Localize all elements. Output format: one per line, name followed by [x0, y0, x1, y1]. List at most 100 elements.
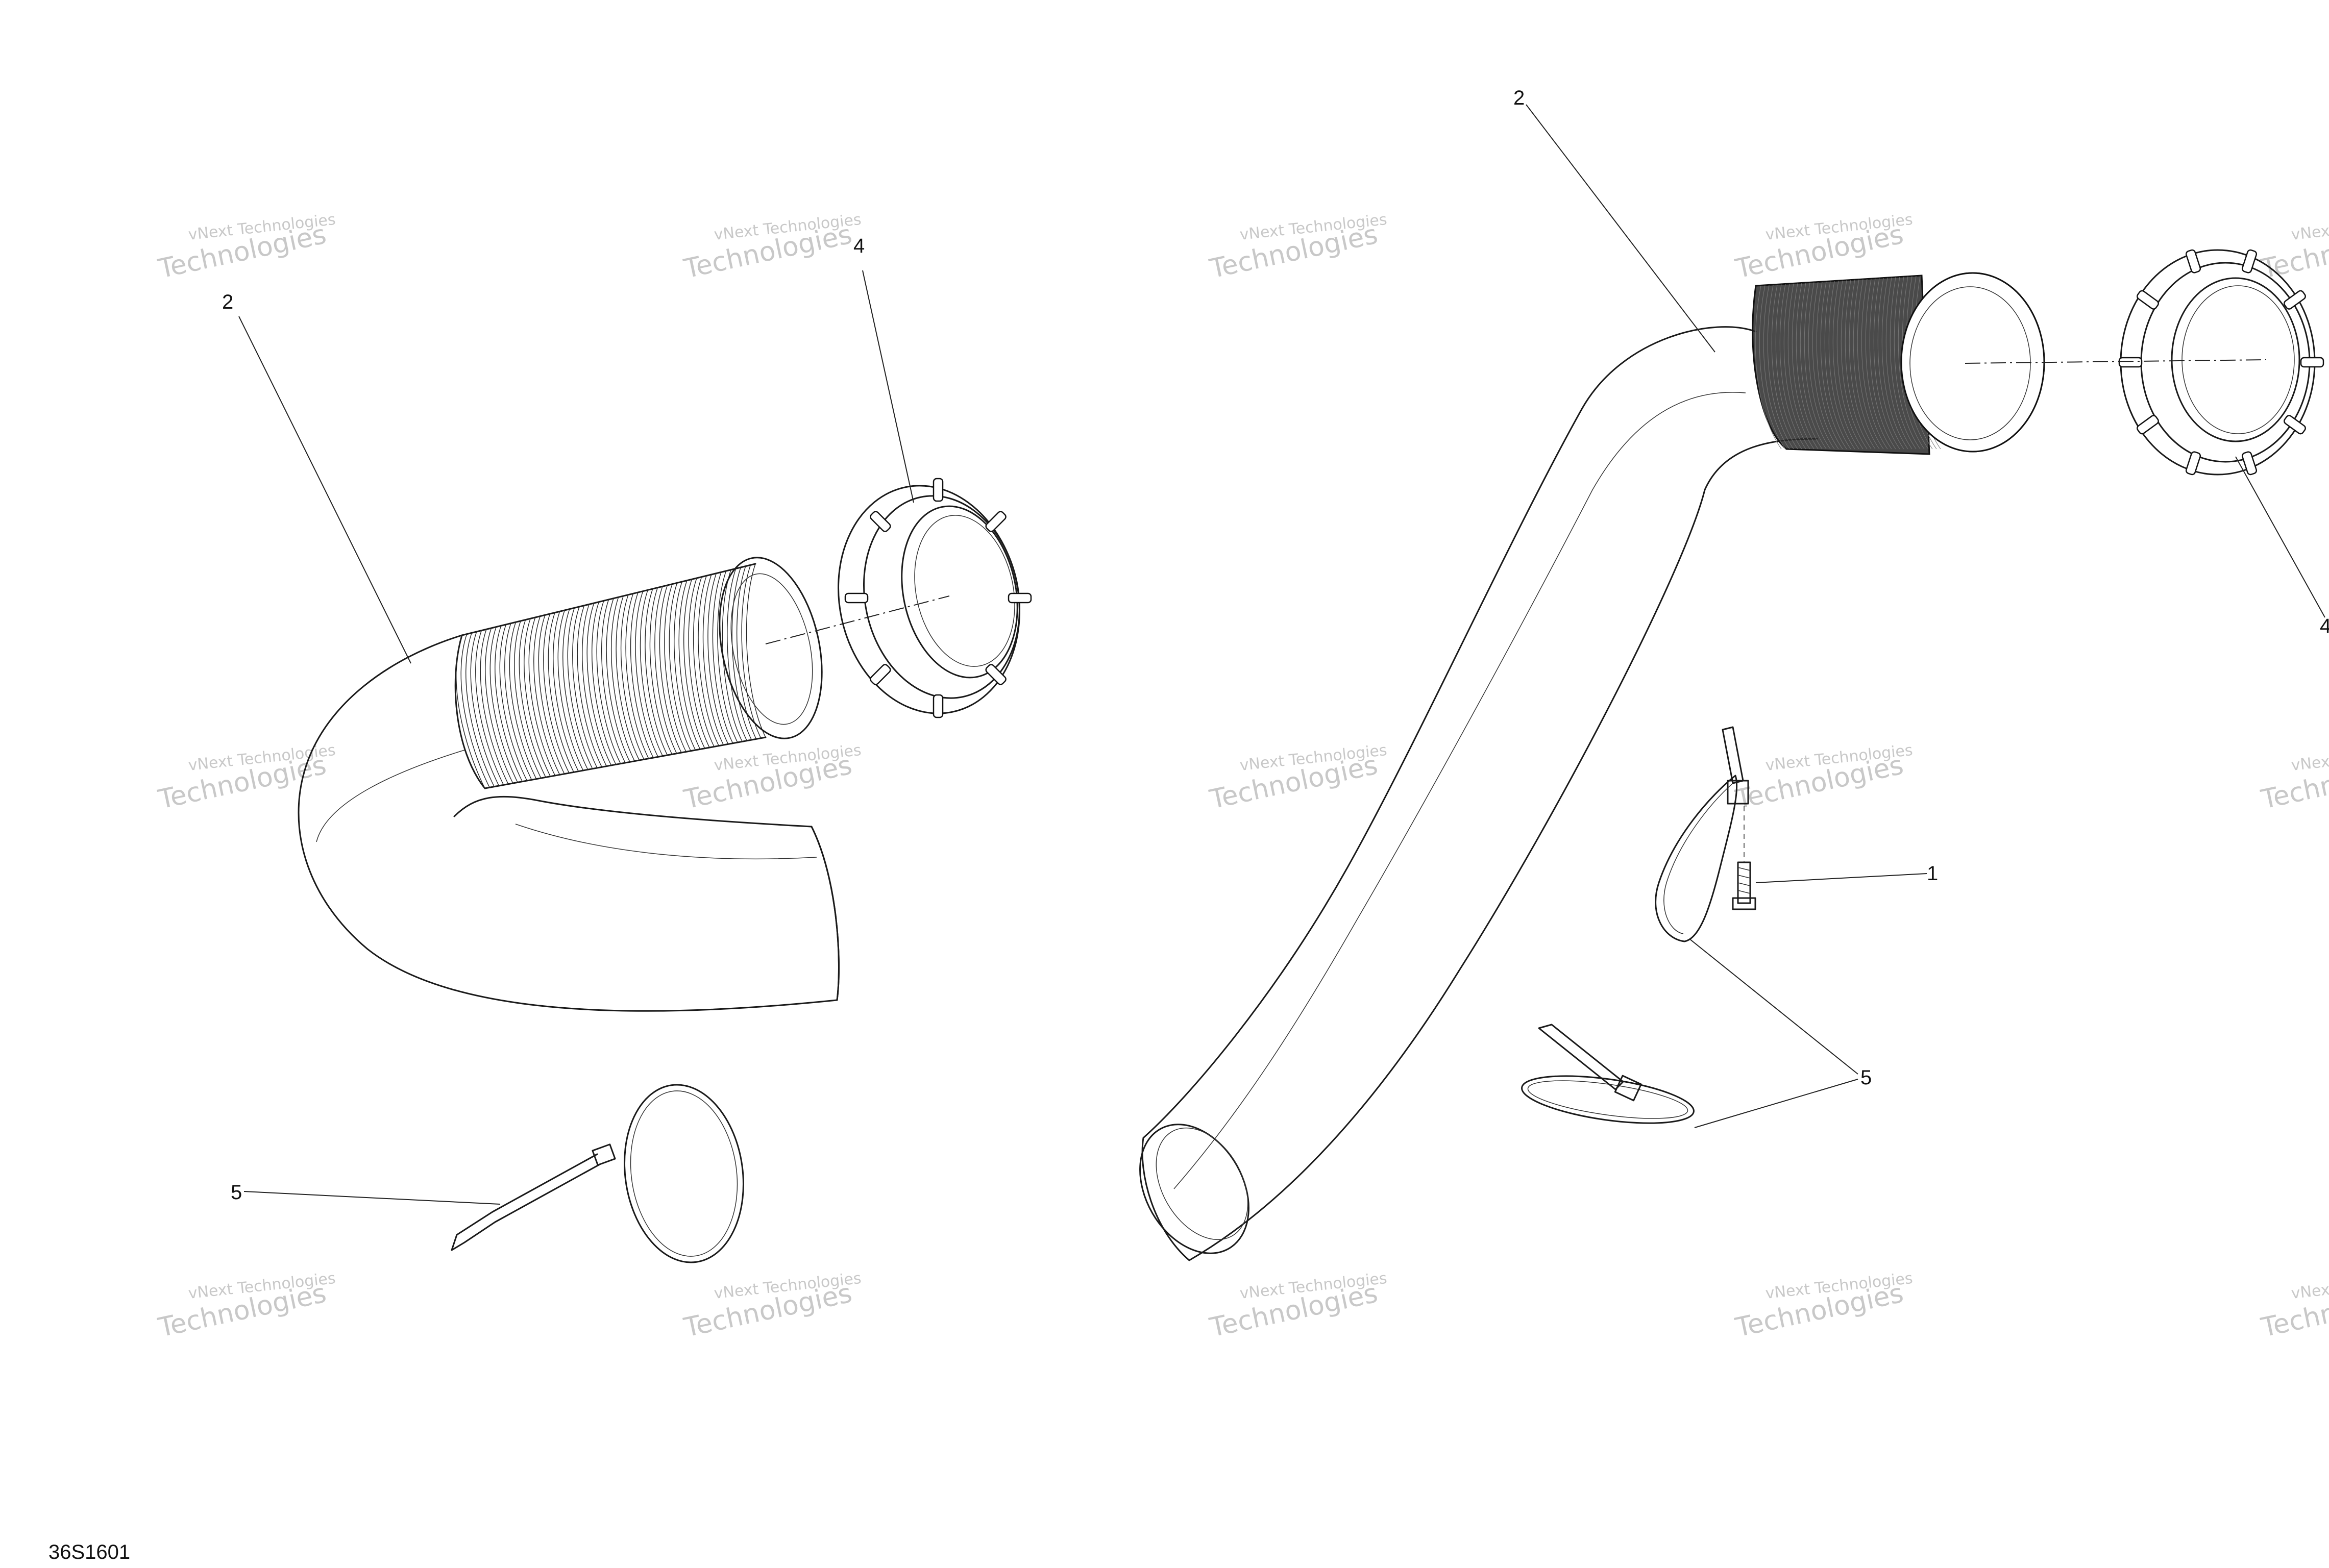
flange-tab [2284, 290, 2306, 310]
corrugation-ring [741, 565, 762, 738]
corrugation-ring [524, 618, 551, 777]
corrugation-ring [577, 605, 602, 767]
corrugation-ring [489, 627, 518, 783]
leader-right-1 [1755, 873, 1927, 883]
corrugation-ring [543, 613, 570, 774]
corrugation-line [1836, 280, 1864, 450]
corrugation-line [1796, 283, 1823, 450]
corrugation-line [1763, 285, 1790, 450]
corrugation-line [1824, 281, 1851, 450]
left-flange-tabs [844, 478, 1032, 718]
corrugation-line [1808, 282, 1835, 450]
corrugation-line [1873, 278, 1900, 450]
corrugation-line [1787, 283, 1815, 450]
watermark-line-1: vNext Technologies [2290, 1270, 2329, 1303]
leader-left-5 [243, 1191, 501, 1205]
corrugation-line [1800, 283, 1827, 450]
watermark-line-1: vNext Technologies [2290, 741, 2329, 775]
corrugation-line [1877, 278, 1904, 450]
flange-tab [844, 592, 869, 604]
right-centerline [1965, 359, 2267, 364]
corrugation-ring [727, 568, 747, 741]
corrugation-line [1890, 277, 1917, 450]
left-corrugation [456, 563, 766, 789]
flange-tab [2284, 415, 2306, 435]
callout-right-4: 4 [2320, 615, 2329, 637]
flange-tab [870, 664, 891, 685]
corrugation-ring [620, 594, 645, 760]
callout-left-5: 5 [231, 1181, 242, 1204]
corrugation-ring [616, 595, 640, 761]
flange-tab [2137, 290, 2159, 310]
corrugation-ring [465, 633, 495, 787]
corrugation-ring [470, 631, 500, 786]
flange-tab [2300, 357, 2324, 368]
right-assembly: 2 4 1 5 [1139, 87, 2329, 1261]
corrugation-ring [717, 570, 738, 743]
corrugation-ring [645, 588, 668, 756]
corrugation-line [1885, 277, 1913, 450]
corrugation-line [1767, 285, 1794, 450]
corrugation-ring [456, 635, 485, 789]
corrugation-ring [746, 563, 766, 738]
flange-tab [933, 478, 944, 502]
corrugation-ring [519, 619, 546, 778]
corrugation-line [1849, 280, 1876, 450]
leader-right-4 [2235, 456, 2325, 618]
watermark-line-1: vNext Technologies [2290, 211, 2329, 244]
corrugation-line [1881, 278, 1908, 450]
flange-tab [2118, 357, 2143, 368]
corrugation-ring [674, 581, 696, 751]
corrugation-line [1832, 281, 1859, 450]
corrugation-line [1869, 278, 1896, 450]
right-flange-tabs [2118, 249, 2324, 476]
corrugation-ring [601, 599, 626, 763]
corrugation-ring [596, 601, 621, 764]
corrugation-ring [693, 577, 715, 747]
corrugation-ring [659, 585, 682, 753]
left-cable-tie [451, 1084, 744, 1263]
corrugation-line [1857, 279, 1884, 450]
right-cable-tie [1521, 1024, 1695, 1124]
corrugation-ring [509, 622, 537, 779]
left-hose [298, 557, 840, 1012]
corrugation-ring [635, 591, 658, 757]
leader-left-4 [862, 270, 914, 503]
reference-code: 36S1601 [48, 1541, 130, 1563]
corrugation-line [1845, 280, 1872, 450]
corrugation-ring [504, 623, 532, 780]
corrugation-ring [731, 567, 752, 740]
flange-tab [870, 511, 891, 532]
corrugation-ring [514, 620, 542, 779]
corrugation-ring [572, 606, 598, 768]
callout-left-2: 2 [222, 291, 233, 313]
corrugation-ring [664, 584, 687, 752]
corrugation-line [1894, 277, 1921, 450]
corrugation-line [1865, 279, 1892, 450]
flange-tab [2137, 415, 2159, 435]
corrugation-ring [669, 583, 691, 751]
corrugation-ring [712, 572, 733, 743]
flange-tab [2185, 249, 2201, 273]
corrugation-line [1759, 285, 1786, 450]
leader-right-5b [1694, 1079, 1858, 1128]
corrugation-ring [562, 609, 589, 770]
corrugation-line [1841, 280, 1868, 450]
corrugation-ring [649, 587, 673, 755]
corrugation-ring [495, 626, 523, 782]
corrugation-ring [499, 624, 528, 781]
right-corrugation [1755, 276, 1941, 450]
